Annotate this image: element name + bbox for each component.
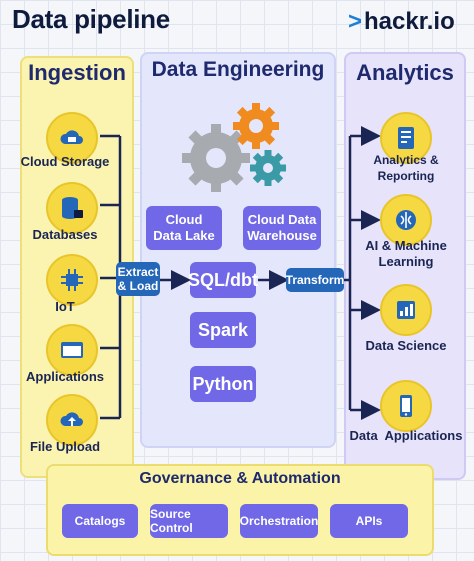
ingestion-heading: Ingestion: [28, 60, 126, 85]
iot-icon: [46, 254, 98, 306]
gears-icon: [182, 103, 286, 192]
analytics-label-data-science: Data Science: [365, 338, 447, 353]
ingestion-label-cloud-storage: Cloud Storage: [20, 154, 110, 169]
governance-source-control: Source Control: [150, 504, 228, 538]
governance-apis: APIs: [330, 504, 408, 538]
cloud-data-lake-box: Cloud Data Lake: [146, 206, 222, 250]
sql-dbt-box: SQL/dbt: [188, 262, 258, 298]
analytics-heading: Analytics: [356, 60, 454, 85]
data-app-icon: [380, 380, 432, 432]
report-icon: [380, 112, 432, 164]
ingestion-label-file-upload: File Upload: [29, 439, 101, 454]
cloud-storage-icon: [46, 112, 98, 164]
app-window-icon: [46, 324, 98, 376]
brand-logo: >hackr.io: [348, 8, 455, 36]
transform-tag: Transform: [286, 268, 344, 292]
ai-brain-icon: [380, 194, 432, 246]
cloud-data-warehouse-box: Cloud Data Warehouse: [243, 206, 321, 250]
python-box: Python: [190, 366, 256, 402]
brand-chevron-icon: >: [348, 8, 363, 35]
governance-orchestration: Orchestration: [240, 504, 318, 538]
extract-load-tag: Extract & Load: [116, 262, 160, 296]
brand-name: hackr.io: [364, 8, 455, 35]
database-lock-icon: [46, 182, 98, 234]
page-title: Data pipeline: [12, 4, 170, 34]
analytics-label-data-applications: Data Applications: [349, 428, 463, 443]
ingestion-label-iot: IoT: [55, 299, 75, 314]
governance-catalogs: Catalogs: [62, 504, 138, 538]
cloud-upload-icon: [46, 394, 98, 446]
ingestion-label-databases: Databases: [32, 227, 98, 242]
governance-heading: Governance & Automation: [139, 470, 341, 487]
data-science-icon: [380, 284, 432, 336]
spark-box: Spark: [190, 312, 256, 348]
engineering-heading: Data Engineering: [151, 58, 325, 81]
ingestion-label-applications: Applications: [25, 369, 104, 384]
analytics-label-reporting: Analytics & Reporting: [373, 153, 439, 183]
analytics-label-ai-ml: AI & Machine Learning: [365, 238, 447, 269]
